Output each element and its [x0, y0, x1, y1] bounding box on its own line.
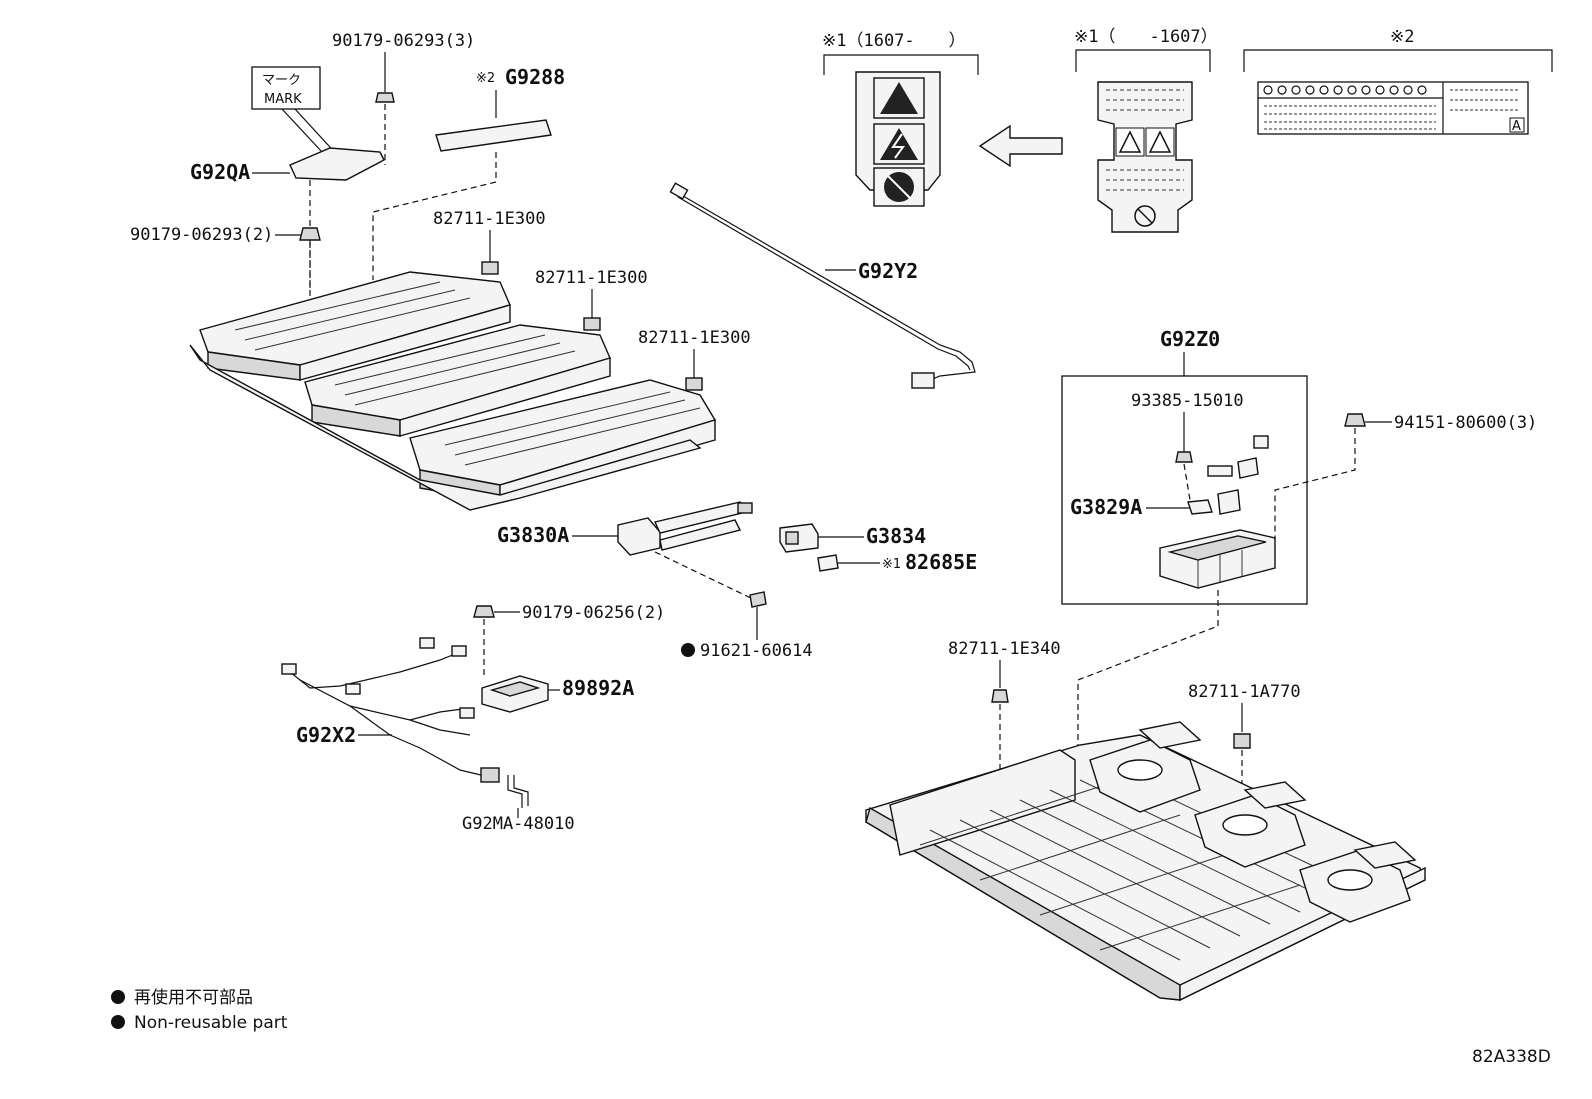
- note1-prefix: ※1: [882, 557, 901, 572]
- nut-left-group: 90179-06293(2): [130, 225, 321, 290]
- variant-a-text: ※1（1607- ）: [822, 31, 966, 51]
- g3830a-label: G3830A: [497, 523, 569, 547]
- mark-en-text: MARK: [264, 92, 302, 107]
- harness-group: G92X2: [281, 637, 500, 783]
- g9288-sticker: [435, 119, 552, 152]
- bolt-label: 91621-60614: [700, 641, 813, 661]
- bracket-label: G92MA-48010: [462, 814, 575, 834]
- bracket-group: G92MA-48010: [462, 775, 575, 834]
- hazard-icon-b2: [1148, 130, 1172, 153]
- nut-bottom-icon: [473, 605, 495, 618]
- clip-1a770-label: 82711-1A770: [1188, 682, 1301, 702]
- screw-label: 93385-15010: [1131, 391, 1244, 411]
- g3834-label: G3834: [866, 524, 926, 548]
- cable-g92y2: G92Y2: [669, 182, 976, 389]
- junction-box-label: G92Z0: [1160, 327, 1220, 351]
- clip-group-3: 82711-1E300: [638, 328, 751, 391]
- legend-bullet-jp: [111, 990, 125, 1004]
- arrow-left-icon: [978, 124, 1063, 168]
- sticker-letter: A: [1512, 119, 1521, 134]
- label-variant-a: ※1（1607- ）: [822, 31, 979, 207]
- clip1-icon: [481, 261, 499, 275]
- clip-1e340-icon: [991, 689, 1009, 703]
- legend-en: Non-reusable part: [134, 1013, 288, 1033]
- nut-right-label: 94151-80600(3): [1394, 413, 1537, 433]
- cover-label: G92QA: [190, 160, 250, 184]
- battery-assembly: [189, 271, 717, 511]
- screw-icon: [1175, 451, 1193, 463]
- nut-right-group: 94151-80600(3): [1274, 413, 1537, 540]
- nut-right-icon: [1344, 413, 1366, 427]
- non-reusable-bullet: [681, 643, 695, 657]
- nut-top-label: 90179-06293(3): [332, 31, 475, 51]
- variant-c-text: ※2: [1390, 27, 1414, 47]
- legend-jp: 再使用不可部品: [134, 987, 253, 1008]
- cable-connector: [911, 372, 935, 389]
- sticker-icons: [1263, 85, 1427, 95]
- clip3-label: 82711-1E300: [638, 328, 751, 348]
- note2-prefix: ※2: [476, 71, 495, 86]
- electric-hazard-icon: [880, 128, 918, 160]
- label-variant-b: ※1（ -1607）: [1074, 27, 1218, 233]
- clip1-label: 82711-1E300: [433, 209, 546, 229]
- tray-mounts: [1089, 721, 1417, 923]
- cable-label: G92Y2: [858, 259, 918, 283]
- cell-ribs: [234, 281, 701, 466]
- nut-bottom-group: 90179-06256(2): [473, 603, 665, 678]
- nut-left-label: 90179-06293(2): [130, 225, 273, 245]
- clip2-icon: [583, 317, 601, 331]
- no-fire-icon-b: [1134, 205, 1156, 227]
- mark-jp-text: マーク: [262, 73, 301, 88]
- 82685e-label: 82685E: [905, 550, 977, 574]
- hazard-icon-b1: [1118, 130, 1142, 153]
- relay-label: G3829A: [1070, 495, 1142, 519]
- clip-1a770-icon: [1233, 733, 1251, 749]
- diagram-code: 82A338D: [1472, 1047, 1551, 1067]
- nut-top-icon: [375, 92, 395, 103]
- nut-bottom-label: 90179-06256(2): [522, 603, 665, 623]
- g9288-label-group: ※2 G9288: [372, 65, 565, 280]
- harness-label: G92X2: [296, 723, 356, 747]
- cover-plate: [289, 147, 385, 181]
- clip-1a770-group: 82711-1A770: [1188, 682, 1301, 870]
- clip-group-2: 82711-1E300: [535, 268, 648, 331]
- legend: 再使用不可部品 Non-reusable part: [111, 987, 288, 1033]
- mark-callout: マーク MARK: [251, 66, 341, 159]
- variant-b-text: ※1（ -1607）: [1074, 27, 1218, 47]
- warning-triangle-icon: [880, 82, 918, 114]
- clip2-label: 82711-1E300: [535, 268, 648, 288]
- clip3-icon: [685, 377, 703, 391]
- ecu-group: 89892A: [481, 675, 634, 713]
- label-variant-c: ※2 A: [1243, 27, 1553, 135]
- g9288-label: G9288: [505, 65, 565, 89]
- nut-top-label-group: 90179-06293(3): [332, 31, 475, 165]
- legend-bullet-en: [111, 1015, 125, 1029]
- cover-g92qa: G92QA: [190, 147, 385, 400]
- battery-tray: [865, 721, 1426, 1002]
- junction-box-group: G92Z0 93385-15010 G3829A: [1061, 327, 1308, 880]
- bolt-icon: [749, 591, 767, 608]
- nut-left-icon: [299, 227, 321, 241]
- bolt-group: 91621-60614: [681, 591, 813, 661]
- clip-1e340-label: 82711-1E340: [948, 639, 1061, 659]
- g3830a-group: G3830A: [497, 501, 756, 601]
- g3834-group: G3834: [779, 523, 926, 553]
- clip-group-1: 82711-1E300: [433, 209, 546, 275]
- ecu-label: 89892A: [562, 676, 634, 700]
- part-82685e-group: ※1 82685E: [817, 550, 977, 574]
